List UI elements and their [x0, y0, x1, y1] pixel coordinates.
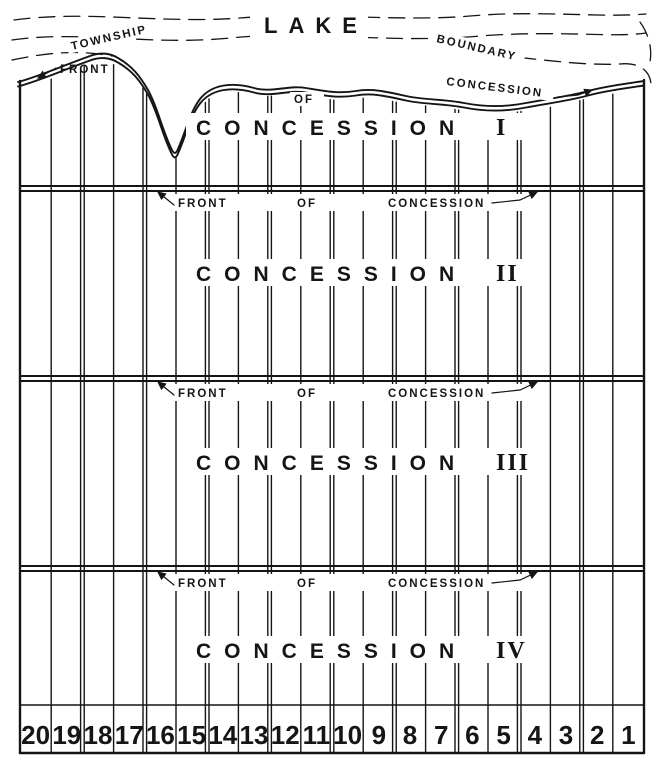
- township-boundary-word-left: TOWNSHIP: [65, 19, 159, 54]
- lot-number: 18: [84, 720, 113, 750]
- svg-text:TOWNSHIP: TOWNSHIP: [70, 24, 148, 53]
- lot-number: 3: [559, 720, 573, 750]
- lot-number: 5: [496, 720, 510, 750]
- lot-number: 14: [208, 720, 237, 750]
- svg-text:CONCESSION: CONCESSION: [388, 388, 485, 400]
- concession-4-label: CONCESSION IV: [186, 636, 542, 664]
- front-of-concession-3: FRONT OF CONCESSION: [150, 381, 546, 401]
- lot-number: 11: [303, 720, 331, 750]
- svg-text:OF: OF: [297, 198, 317, 210]
- svg-text:III: III: [496, 450, 530, 476]
- svg-text:IV: IV: [496, 638, 527, 664]
- lot-number: 6: [465, 720, 479, 750]
- map-border: [18, 78, 646, 755]
- svg-text:CONCESSION: CONCESSION: [196, 117, 467, 140]
- lot-number: 15: [177, 720, 206, 750]
- front-of-concession-1: FRONT OF CONCESSION: [36, 64, 594, 106]
- of-word: OF: [294, 94, 314, 106]
- township-boundary-word-right: BOUNDARY: [431, 30, 527, 66]
- lot-number: 4: [528, 720, 543, 750]
- lot-number: 10: [333, 720, 362, 750]
- lot-number: 19: [52, 720, 81, 750]
- shoreline: [17, 52, 645, 159]
- svg-text:CONCESSION: CONCESSION: [388, 198, 485, 210]
- lake-label: LAKE: [264, 13, 368, 38]
- lot-number: 7: [434, 720, 448, 750]
- svg-text:CONCESSION: CONCESSION: [196, 452, 467, 475]
- concession-boundary-lines: [19, 185, 645, 706]
- svg-text:OF: OF: [297, 578, 317, 590]
- lot-number: 12: [271, 720, 300, 750]
- svg-text:FRONT: FRONT: [178, 388, 228, 400]
- lot-number: 20: [21, 720, 50, 750]
- concession-1-label: CONCESSION I: [186, 113, 542, 141]
- svg-text:II: II: [496, 261, 519, 287]
- lot-number: 8: [403, 720, 417, 750]
- front-word: FRONT: [60, 64, 110, 76]
- concession-word: CONCESSION: [446, 76, 544, 100]
- svg-text:BOUNDARY: BOUNDARY: [435, 33, 518, 63]
- svg-text:CONCESSION: CONCESSION: [196, 640, 467, 663]
- lot-number: 9: [372, 720, 386, 750]
- concession-3-label: CONCESSION III: [186, 448, 542, 476]
- svg-text:CONCESSION: CONCESSION: [388, 578, 485, 590]
- lot-number: 16: [146, 720, 175, 750]
- lot-number: 17: [115, 720, 144, 750]
- front-of-concession-4: FRONT OF CONCESSION: [150, 571, 546, 591]
- svg-text:FRONT: FRONT: [178, 578, 228, 590]
- svg-text:OF: OF: [297, 388, 317, 400]
- front-of-concession-2: FRONT OF CONCESSION: [150, 191, 546, 211]
- lot-number: 2: [590, 720, 604, 750]
- lake-title: LAKE: [250, 12, 368, 39]
- concession-2-label: CONCESSION II: [186, 259, 542, 287]
- lot-number: 13: [240, 720, 269, 750]
- svg-text:FRONT: FRONT: [178, 198, 228, 210]
- lot-number: 1: [621, 720, 635, 750]
- svg-text:I: I: [496, 115, 507, 141]
- svg-text:CONCESSION: CONCESSION: [196, 263, 467, 286]
